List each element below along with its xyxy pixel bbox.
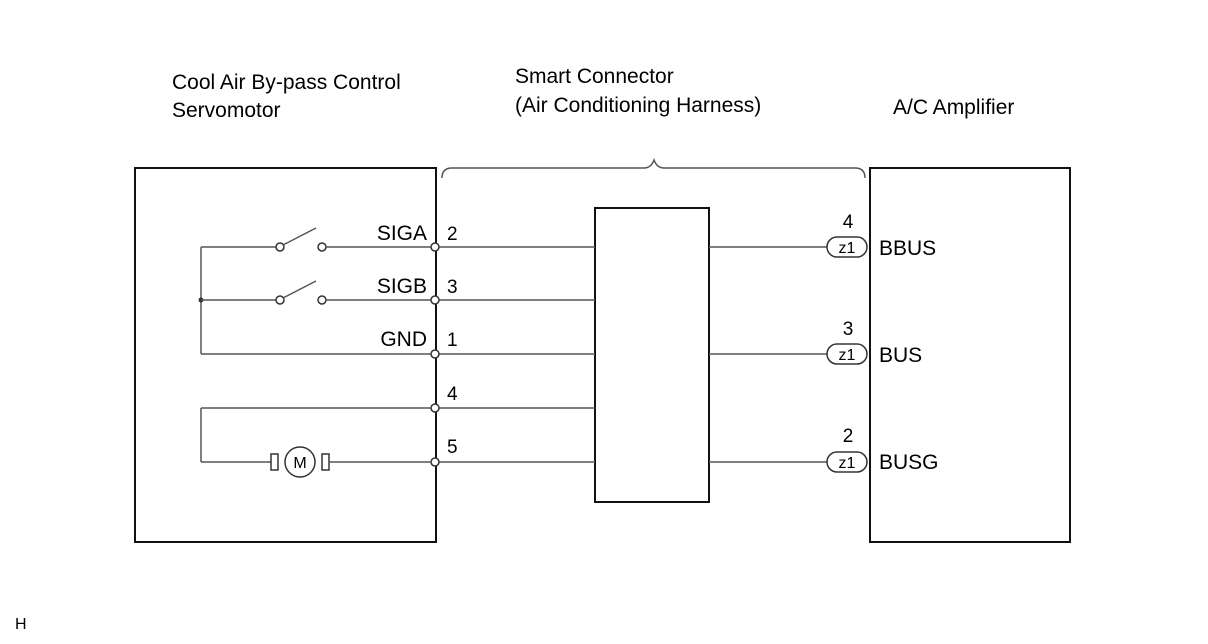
servo-pin-siga: 2 (447, 224, 458, 245)
amp-signal-busg: BUSG (879, 451, 939, 474)
amp-signal-bus: BUS (879, 344, 922, 367)
servo-terminal (430, 295, 440, 305)
amplifier-title: A/C Amplifier (893, 96, 1014, 119)
amp-connector-bus: z1 (826, 343, 868, 365)
amp-connector-id: z1 (839, 455, 856, 472)
amp-pin-busg: 2 (843, 426, 854, 447)
servo-pin-4: 4 (447, 384, 458, 405)
servo-pin-5: 5 (447, 437, 458, 458)
servomotor-title-line1: Cool Air By-pass Control (172, 71, 401, 94)
servo-to-connector-wires (430, 242, 595, 467)
amp-pin-bus: 3 (843, 319, 854, 340)
servo-signal-siga: SIGA (377, 222, 427, 245)
amp-connector-id: z1 (839, 347, 856, 364)
servo-terminal (430, 349, 440, 359)
amp-pin-bbus: 4 (843, 212, 854, 233)
servo-terminal (430, 242, 440, 252)
servo-pin-gnd: 1 (447, 330, 458, 351)
amp-connector-busg: z1 (826, 451, 868, 473)
servo-pin-sigb: 3 (447, 277, 458, 298)
amp-connector-bbus: z1 (826, 236, 868, 258)
connector-to-amplifier-wires (709, 246, 827, 463)
servomotor-title-line2: Servomotor (172, 99, 281, 122)
motor-label: M (293, 455, 306, 472)
servo-terminal (430, 457, 440, 467)
amp-signal-bbus: BBUS (879, 237, 936, 260)
smart-connector-title-line2: (Air Conditioning Harness) (515, 94, 761, 117)
servo-terminal (430, 403, 440, 413)
servo-signal-gnd: GND (380, 328, 427, 351)
amp-connector-id: z1 (839, 240, 856, 257)
servomotor-internal-wiring (198, 227, 431, 478)
smart-connector-box (594, 207, 710, 503)
smart-connector-title-line1: Smart Connector (515, 65, 674, 88)
amplifier-box (869, 167, 1071, 543)
harness-brace (441, 157, 866, 179)
corner-mark: H (15, 616, 27, 633)
servo-signal-sigb: SIGB (377, 275, 427, 298)
motor-icon (284, 446, 316, 478)
